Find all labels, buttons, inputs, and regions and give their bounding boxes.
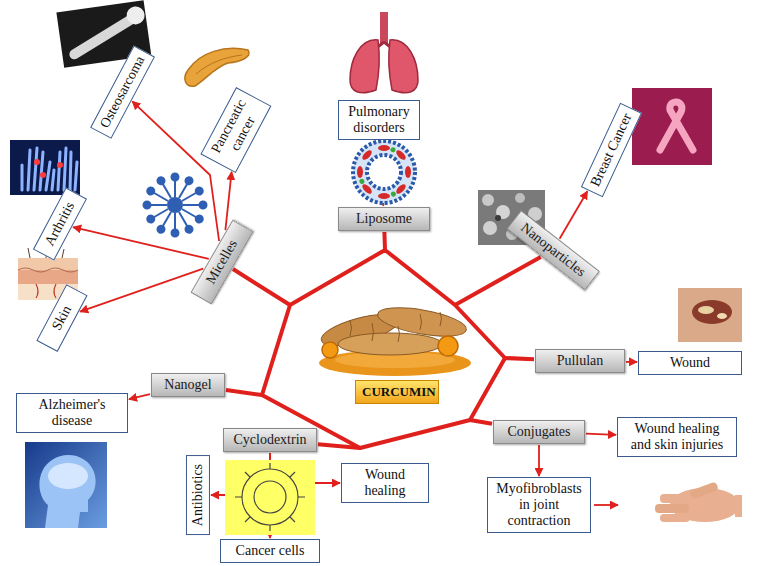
leader-arrow [594,504,618,506]
carrier-box: Pullulan [535,349,625,373]
box-text: Micelles [199,229,246,294]
box-text: Breast Cancer [587,111,635,189]
micelle-picture [144,174,207,237]
box-text: Arthritis [40,196,81,253]
carrier-box: Conjugates [493,420,585,444]
turmeric-picture [318,302,471,376]
box-text: Nanoparticles [516,218,591,281]
connector-line [129,394,150,399]
connector-line [538,445,540,476]
carrier-box: Liposome [338,207,430,231]
liposome-picture [353,141,415,203]
cyclodextrin-picture [225,460,315,535]
lungs-picture [350,12,418,93]
outcome-box: Pulmonary disorders [338,100,420,140]
box-text: Wound healing [348,467,422,499]
box-text: Skin [43,292,81,344]
outcome-box: Skin [36,284,87,352]
connector-line [80,269,203,312]
box-text: CURCUMIN [362,385,432,400]
connector-line [586,434,616,435]
outcome-box: Alzheimer's disease [16,393,128,433]
center-outline [262,250,505,448]
outcome-box: Osteosarcoma [90,45,155,139]
box-text: Wound healing and skin injuries [624,421,730,453]
box-text: Myofibroblasts in joint contraction [494,481,584,529]
outcome-box: Wound healing [341,463,429,503]
carrier-box: Cyclodextrin [223,428,317,452]
ribbon-picture [632,88,712,165]
box-text: Alzheimer's disease [23,397,121,429]
pancreas-picture [185,48,249,86]
hands-xray-picture [10,140,80,195]
box-text: Pancreatic cancer [207,95,265,165]
box-text: Pulmonary disorders [345,104,413,136]
connector-line [560,191,588,239]
connector-line [132,101,219,241]
outcome-box: Wound healing and skin injuries [617,417,737,457]
outcome-box: Myofibroblasts in joint contraction [487,477,591,533]
box-text: Wound [645,355,735,371]
box-text: Pullulan [544,353,616,369]
outcome-box: Cancer cells [220,539,320,563]
carrier-box: Micelles [191,220,254,305]
brain-picture [25,442,107,528]
outcome-box: Antibiotics [186,455,210,535]
wound-photo [678,288,742,342]
box-text: Antibiotics [190,462,206,528]
box-text: Cancer cells [227,543,313,559]
box-text: Nanogel [160,377,216,393]
box-text: Cyclodextrin [232,432,308,448]
box-text: Conjugates [502,424,576,440]
outcome-box: Wound [638,351,742,375]
hand-photo [655,481,742,522]
outcome-box: Breast Cancer [580,103,641,197]
carrier-box: Nanogel [151,373,225,397]
center-label: CURCUMIN [355,380,439,405]
box-text: Liposome [347,211,421,227]
outcome-box: Arthritis [33,187,87,260]
box-text: Osteosarcoma [96,53,147,131]
outcome-box: Pancreatic cancer [200,87,271,173]
connector-line [626,361,637,363]
carrier-box: Nanoparticles [506,210,600,291]
